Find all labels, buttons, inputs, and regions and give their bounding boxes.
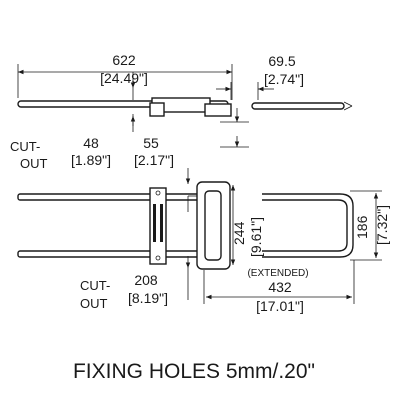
out-label-2: OUT xyxy=(80,296,108,311)
fixing-holes-caption: FIXING HOLES 5mm/.20" xyxy=(73,360,315,383)
height-dimension: 244 [9.61"] xyxy=(230,185,264,265)
height-in: [9.61"] xyxy=(248,217,264,257)
fixing-hole-cut-marks xyxy=(185,168,197,212)
side-in: [7.32"] xyxy=(374,205,390,245)
clamp-bracket xyxy=(149,187,167,265)
rail-upper xyxy=(17,193,209,201)
side-view-grip xyxy=(204,103,232,117)
cutout-b-in: [8.19"] xyxy=(128,290,168,306)
cut-label-2: CUT- xyxy=(80,278,110,293)
extended-mm: 432 xyxy=(268,279,292,295)
side-view xyxy=(17,97,353,117)
gap-in: [2.17"] xyxy=(134,152,174,168)
side-mm: 186 xyxy=(354,215,370,239)
side-view-clip xyxy=(149,102,165,117)
plan-view xyxy=(17,181,354,270)
extended-note: (EXTENDED) xyxy=(247,268,308,279)
cutout-a-mm: 48 xyxy=(83,135,99,151)
cutout-bottom-dimension: CUT- OUT 208 [8.19"] xyxy=(80,256,191,311)
extended-length-dimension: (EXTENDED) 432 [17.01"] xyxy=(203,260,355,314)
cutout-a-in: [1.89"] xyxy=(71,152,111,168)
end-length-dimension: 69.5 [2.74"] xyxy=(216,53,304,100)
side-dimension: 186 [7.32"] xyxy=(350,190,390,261)
cutout-top-dimension: CUT- OUT 48 [1.89"] 55 [2.17"] xyxy=(10,72,249,171)
overall-length-mm: 622 xyxy=(112,52,136,68)
rail-lower xyxy=(17,250,209,258)
height-mm: 244 xyxy=(231,221,247,245)
handle-grip xyxy=(204,190,222,261)
cut-label-1: CUT- xyxy=(10,139,40,154)
end-length-in: [2.74"] xyxy=(264,71,304,87)
side-view-end-tube xyxy=(251,102,345,110)
out-label-1: OUT xyxy=(20,156,48,171)
gap-mm: 55 xyxy=(143,135,159,151)
end-length-mm: 69.5 xyxy=(268,53,295,69)
extended-in: [17.01"] xyxy=(256,298,304,314)
cutout-b-mm: 208 xyxy=(134,272,158,288)
overall-length-in: [24.49"] xyxy=(100,70,148,86)
extended-end-loop xyxy=(262,193,354,258)
overall-length-dimension: 622 [24.49"] xyxy=(17,52,233,100)
